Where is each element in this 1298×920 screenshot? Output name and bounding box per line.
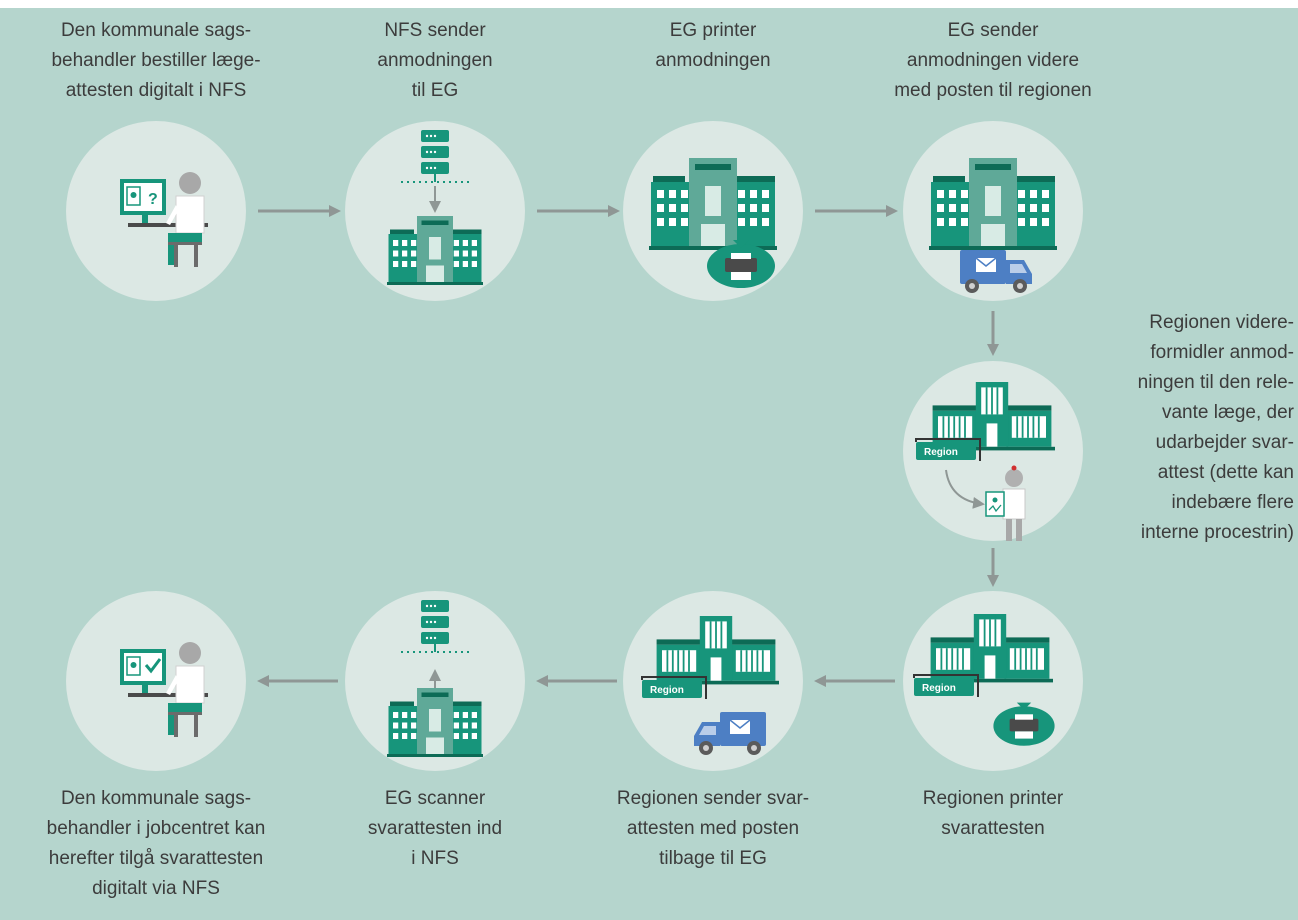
- step-6-icons: Region: [913, 613, 1055, 746]
- region-badge: Region: [913, 674, 979, 698]
- region-label: Region: [650, 685, 684, 696]
- step-9-icons: [119, 641, 209, 738]
- step-4-label: EG sender anmodningen videre med posten …: [894, 20, 1092, 101]
- region-label: Region: [922, 683, 956, 694]
- step-8-icons: [387, 599, 483, 757]
- region-label: Region: [924, 447, 958, 458]
- step-2-icons: [387, 129, 483, 285]
- step-3-label: EG printer anmodningen: [655, 20, 771, 71]
- step-6-label: Regionen printer svarattesten: [922, 788, 1064, 839]
- step-9-label: Den kommunale sags- behandler i jobcentr…: [46, 788, 266, 899]
- step-7-icons: Region: [641, 615, 780, 756]
- checkmark-icon: [144, 658, 162, 674]
- step-1-icons: ?: [119, 171, 209, 268]
- flow-arrows: [257, 205, 999, 687]
- doctor-icon: [1002, 465, 1026, 541]
- clipboard-icon: [985, 491, 1005, 517]
- region-badge: Region: [641, 676, 707, 700]
- step-1-label: Den kommunale sags- behandler bestiller …: [51, 20, 261, 101]
- question-mark-icon: ?: [148, 191, 158, 208]
- process-diagram: ? Region: [0, 8, 1298, 920]
- step-2-label: NFS sender anmodningen til EG: [377, 20, 493, 101]
- region-badge: Region: [915, 438, 981, 462]
- step-5-label: Regionen videre- formidler anmod- ningen…: [1137, 312, 1294, 543]
- step-5-icons: Region: [915, 381, 1056, 541]
- step-7-label: Regionen sender svar- attesten med poste…: [616, 788, 810, 869]
- step-8-label: EG scanner svarattesten ind i NFS: [367, 788, 503, 869]
- flow-diagram: ? Region: [66, 121, 1083, 771]
